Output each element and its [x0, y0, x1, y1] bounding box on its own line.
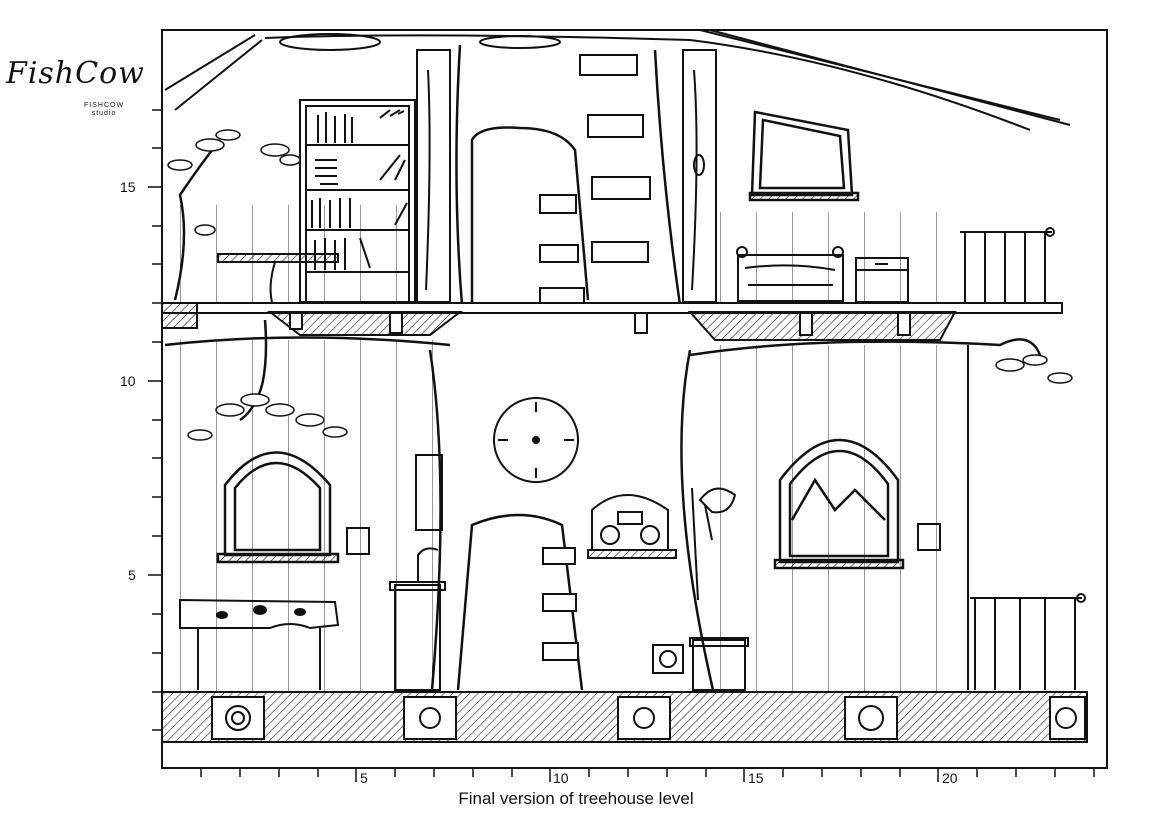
wall-planks-right [700, 345, 968, 692]
wall-planks-left [162, 340, 437, 692]
upper-floor [161, 302, 1063, 341]
x-tick-10: 10 [553, 770, 569, 786]
y-axis [148, 109, 162, 731]
y-tick-5: 5 [128, 567, 136, 583]
lower-window-left [216, 451, 340, 564]
ground-floor [161, 691, 1088, 743]
x-axis [200, 768, 1095, 782]
cabinet [689, 637, 749, 691]
lower-table [179, 598, 340, 690]
lower-railing [970, 593, 1086, 690]
wall-pictures [346, 454, 941, 674]
y-tick-10: 10 [120, 373, 136, 389]
support-beam-left [416, 49, 451, 303]
y-tick-15: 15 [120, 179, 136, 195]
leaf-clusters [167, 129, 1073, 441]
x-tick-20: 20 [942, 770, 958, 786]
upper-table [217, 253, 339, 303]
studio-logo: FishCow FISHCOW studio [4, 56, 164, 126]
branches [164, 139, 1042, 422]
trunk-steps [539, 54, 651, 661]
bed [736, 246, 844, 302]
logo-subtitle-line-2: studio [91, 110, 117, 117]
upper-railing [960, 227, 1055, 302]
sink-stand [389, 547, 446, 691]
logo-subtitle: FISHCOW studio [84, 102, 124, 118]
caption-text: Final version of treehouse level [458, 789, 694, 808]
radio [587, 494, 677, 559]
lower-window-right [773, 438, 905, 570]
caption: Final version of treehouse level [0, 789, 1158, 809]
upper-window [748, 110, 860, 202]
x-tick-5: 5 [360, 770, 368, 786]
hat-hook [691, 487, 737, 601]
support-beam-right [682, 49, 717, 303]
x-tick-15: 15 [748, 770, 764, 786]
roof [164, 29, 1071, 131]
tree-trunk [428, 44, 715, 691]
logo-subtitle-line-1: FISHCOW [84, 102, 125, 109]
wall-clock [493, 397, 579, 483]
bookshelf [299, 99, 416, 303]
logo-wordmark: FishCow [6, 56, 145, 91]
